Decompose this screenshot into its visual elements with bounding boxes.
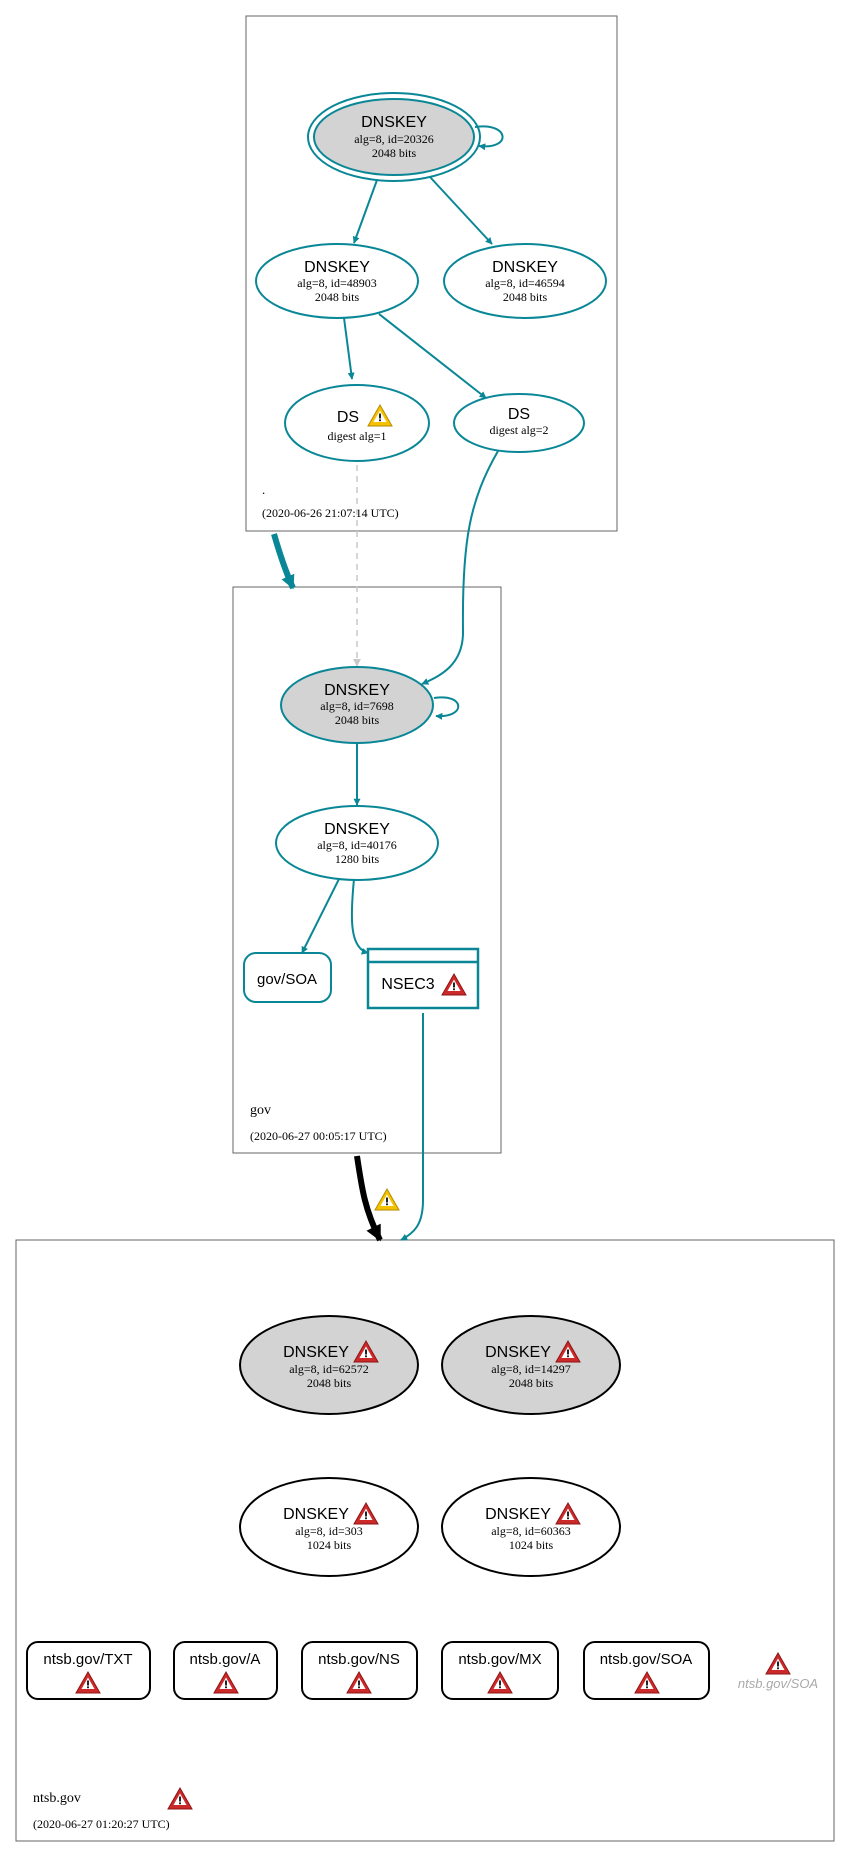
- zone-ntsb-error-icon: [167, 1787, 193, 1810]
- node-title: DNSKEY: [283, 1344, 349, 1361]
- edge-gov-ksk-self: [433, 696, 460, 720]
- rrset-ntsb-mx[interactable]: ntsb.gov/MX: [441, 1641, 559, 1700]
- zone-gov-timestamp: (2020-06-27 00:05:17 UTC): [250, 1129, 387, 1143]
- node-detail: 1280 bits: [335, 852, 380, 866]
- zone-ntsb-timestamp: (2020-06-27 01:20:27 UTC): [33, 1817, 170, 1831]
- node-root-zsk2[interactable]: DNSKEY alg=8, id=46594 2048 bits: [443, 243, 607, 319]
- node-ntsb-dnskey-14297[interactable]: DNSKEY alg=8, id=14297 2048 bits: [441, 1315, 621, 1415]
- edge-ds2-to-gov-ksk: [421, 450, 499, 685]
- node-title: DNSKEY: [304, 259, 370, 276]
- node-title: DS: [508, 406, 530, 423]
- node-title: DNSKEY: [324, 821, 390, 838]
- node-ntsb-dnskey-62572[interactable]: DNSKEY alg=8, id=62572 2048 bits: [239, 1315, 419, 1415]
- node-title: DS: [337, 409, 359, 426]
- zone-ntsb: ntsb.gov (2020-06-27 01:20:27 UTC): [15, 1239, 835, 1842]
- node-detail: 2048 bits: [307, 1376, 352, 1390]
- node-detail: alg=8, id=14297: [491, 1362, 571, 1376]
- node-ntsb-dnskey-303[interactable]: DNSKEY alg=8, id=303 1024 bits: [239, 1477, 419, 1577]
- zone-gov-border: [232, 586, 502, 1154]
- ghost-ntsb-soa[interactable]: ntsb.gov/SOA: [738, 1652, 818, 1691]
- node-title: ntsb.gov/A: [190, 1651, 261, 1668]
- node-title: ntsb.gov/TXT: [43, 1651, 132, 1668]
- node-title: ntsb.gov/SOA: [600, 1651, 693, 1668]
- edge-nsec3-to-ntsb: [400, 1013, 424, 1241]
- node-ntsb-dnskey-60363[interactable]: DNSKEY alg=8, id=60363 1024 bits: [441, 1477, 621, 1577]
- rrset-ntsb-txt[interactable]: ntsb.gov/TXT: [26, 1641, 151, 1700]
- node-detail: 2048 bits: [335, 713, 380, 727]
- zone-root-border: [245, 15, 618, 532]
- node-detail: alg=8, id=40176: [317, 838, 397, 852]
- edge-root-ksk-to-zsk1: [352, 179, 378, 244]
- edge-root-ksk-to-zsk2: [429, 176, 493, 245]
- node-detail: 1024 bits: [307, 1538, 352, 1552]
- node-detail: 2048 bits: [372, 146, 417, 160]
- node-root-zsk1[interactable]: DNSKEY alg=8, id=48903 2048 bits: [255, 243, 419, 319]
- node-title: NSEC3: [381, 976, 434, 993]
- node-title: ntsb.gov/MX: [458, 1651, 541, 1668]
- node-detail: alg=8, id=62572: [289, 1362, 369, 1376]
- node-ds1[interactable]: DS digest alg=1: [284, 384, 430, 462]
- node-title: DNSKEY: [485, 1506, 551, 1523]
- edge-gov-zsk-to-nsec3: [350, 878, 369, 955]
- zone-root-name: .: [262, 482, 265, 497]
- node-title: DNSKEY: [283, 1506, 349, 1523]
- node-nsec3[interactable]: NSEC3: [366, 947, 480, 1010]
- edge-delegation-root-gov: [271, 533, 296, 590]
- edge-gov-zsk-to-soa: [301, 878, 340, 954]
- zone-gov: gov (2020-06-27 00:05:17 UTC): [232, 586, 502, 1154]
- node-detail: digest alg=2: [489, 423, 548, 437]
- node-title: DNSKEY: [492, 259, 558, 276]
- node-detail: alg=8, id=7698: [320, 699, 394, 713]
- edge-zsk1-to-ds2: [378, 313, 487, 399]
- node-detail: alg=8, id=60363: [491, 1524, 571, 1538]
- rrset-ntsb-soa[interactable]: ntsb.gov/SOA: [583, 1641, 710, 1700]
- zone-ntsb-name: ntsb.gov: [33, 1791, 81, 1806]
- rrset-ntsb-a[interactable]: ntsb.gov/A: [173, 1641, 278, 1700]
- node-title: DNSKEY: [361, 114, 427, 131]
- node-title: gov/SOA: [257, 971, 317, 988]
- zone-root-timestamp: (2020-06-26 21:07:14 UTC): [262, 506, 399, 520]
- edge-root-ksk-self: [474, 125, 504, 151]
- node-gov-zsk[interactable]: DNSKEY alg=8, id=40176 1280 bits: [275, 805, 439, 881]
- zone-root: . (2020-06-26 21:07:14 UTC): [245, 15, 618, 532]
- zone-gov-name: gov: [250, 1103, 271, 1118]
- edges: [271, 125, 504, 1242]
- node-title: ntsb.gov/NS: [318, 1651, 400, 1668]
- ghost-label: ntsb.gov/SOA: [738, 1676, 818, 1691]
- node-title: DNSKEY: [324, 682, 390, 699]
- edge-zsk1-to-ds1: [343, 317, 355, 380]
- node-detail: alg=8, id=303: [295, 1524, 363, 1538]
- node-detail: 1024 bits: [509, 1538, 554, 1552]
- delegation-warning-icon: [374, 1188, 400, 1211]
- node-detail: alg=8, id=48903: [297, 276, 377, 290]
- edge-delegation-gov-ntsb: [354, 1155, 383, 1242]
- node-title: DNSKEY: [485, 1344, 551, 1361]
- node-detail: alg=8, id=20326: [354, 132, 434, 146]
- node-detail: 2048 bits: [315, 290, 360, 304]
- node-root-ksk[interactable]: DNSKEY alg=8, id=20326 2048 bits: [307, 92, 481, 182]
- node-detail: 2048 bits: [503, 290, 548, 304]
- ghost-error-icon: [765, 1652, 791, 1675]
- node-detail: alg=8, id=46594: [485, 276, 565, 290]
- node-detail: digest alg=1: [327, 429, 386, 443]
- node-detail: 2048 bits: [509, 1376, 554, 1390]
- node-gov-soa[interactable]: gov/SOA: [243, 952, 332, 1003]
- zone-ntsb-border: [15, 1239, 835, 1842]
- node-ds2[interactable]: DS digest alg=2: [453, 393, 585, 453]
- node-gov-ksk[interactable]: DNSKEY alg=8, id=7698 2048 bits: [280, 666, 434, 744]
- rrset-ntsb-ns[interactable]: ntsb.gov/NS: [301, 1641, 418, 1700]
